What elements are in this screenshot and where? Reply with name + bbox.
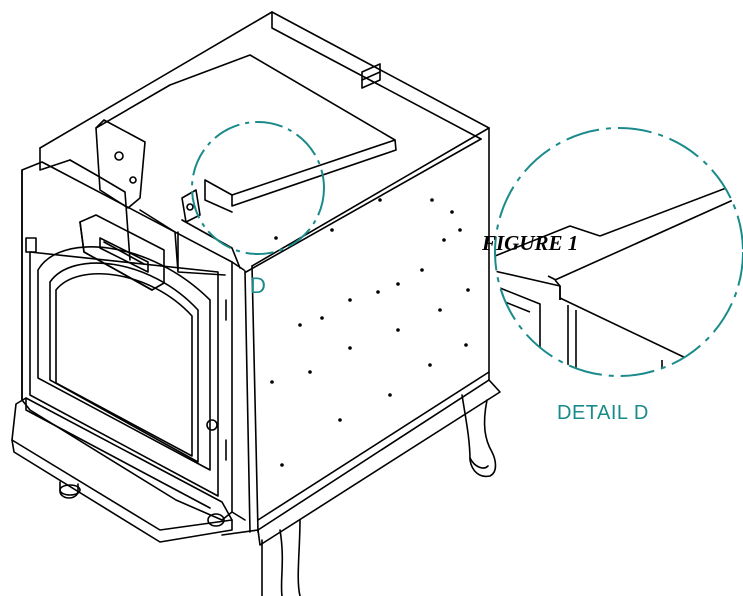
baffle-top-plate (95, 54, 396, 196)
left-rim (39, 147, 71, 171)
top-tab (361, 63, 381, 89)
stove-legs (59, 394, 497, 596)
door-latch (25, 237, 37, 253)
top-tab-line (361, 71, 381, 81)
detail-plate-right-front (554, 195, 743, 281)
firebox-inner-left (69, 159, 131, 261)
door-outer-frame (21, 161, 233, 521)
top-front-right-lip (245, 138, 482, 273)
callout-letter: D (250, 273, 266, 298)
ash-lip (11, 397, 233, 543)
door-arch-outer (37, 246, 211, 471)
detail-seam (554, 279, 561, 300)
front-leg (261, 519, 301, 596)
frame-shadow-3 (231, 511, 246, 521)
bottom-right-edge (257, 379, 490, 531)
door-inner-frame (29, 251, 219, 497)
panel-screws (270, 198, 470, 467)
ash-lip-front (11, 439, 233, 543)
detail-plate-left-edge (495, 269, 561, 300)
firebox-inner-right (181, 219, 241, 269)
frame-shadow-2 (231, 261, 245, 271)
detail-rail (499, 287, 541, 370)
callout-circle (191, 121, 325, 255)
ash-lip-fold (25, 397, 211, 509)
detail-gap (547, 275, 557, 281)
bracket-hole-2 (129, 176, 137, 184)
detail-plate-left (495, 225, 601, 259)
bracket-hole-1 (114, 151, 124, 161)
detail-plate-right-bottom (559, 297, 743, 361)
figure-title: FIGURE 1 (481, 231, 578, 255)
handle-slot (99, 237, 149, 273)
firebox-inner-back (139, 209, 226, 276)
detail-circle (494, 127, 743, 377)
top-back-inner-lip (271, 11, 482, 140)
baffle-step (204, 179, 233, 213)
bottom-right-lip (257, 371, 490, 521)
left-bracket (95, 119, 146, 209)
internal-baffles (69, 54, 397, 276)
rear-leg (461, 394, 497, 478)
handle-slot-line (103, 241, 145, 265)
front-left-foot (59, 481, 79, 499)
door-arch-inner (49, 262, 199, 463)
stove-body (39, 11, 501, 546)
center-bracket-hole (186, 203, 194, 211)
center-bracket (181, 189, 201, 223)
hinge-knob (206, 419, 218, 431)
ash-lip-knob (207, 513, 225, 527)
door-arch-inner-2 (55, 273, 193, 457)
handle-front (79, 221, 153, 291)
detail-d-view: DETAIL D (494, 127, 743, 424)
detail-plate-right-top (599, 181, 743, 237)
baffle-front-edge (231, 139, 397, 207)
top-front-right-edge (251, 127, 490, 267)
top-back-left-edge (39, 11, 273, 149)
air-control-handle (79, 214, 165, 291)
front-corner (251, 265, 259, 533)
front-corner-inner (244, 270, 251, 533)
detail-label: DETAIL D (557, 402, 649, 424)
rear-leg-inner (469, 457, 489, 469)
base-skirt (221, 379, 501, 546)
